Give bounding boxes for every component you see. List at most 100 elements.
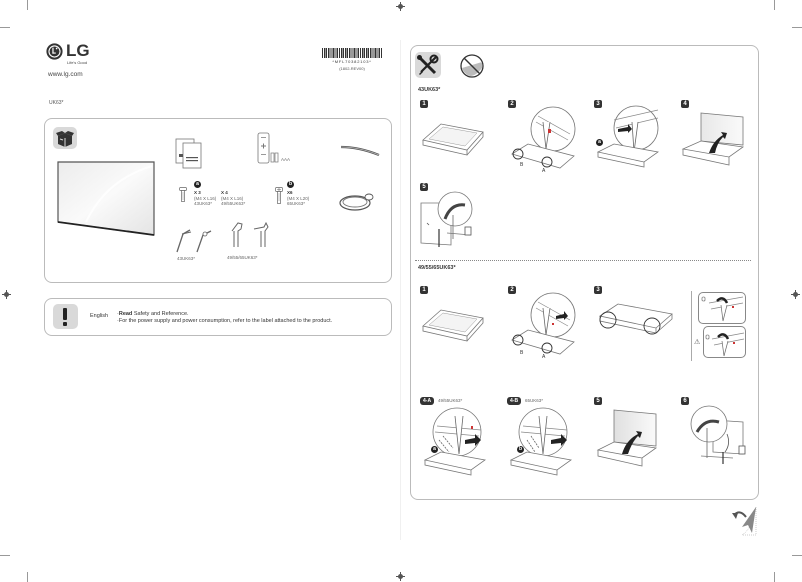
qty-b: X6: [287, 190, 293, 195]
stand-49-55-65-illustration: 49/55/65UK63*: [227, 219, 288, 263]
step-5-number: 5: [420, 183, 428, 191]
badge-a: a: [596, 139, 603, 146]
badge-b: b: [517, 446, 524, 453]
badge-a: a: [431, 446, 438, 453]
crop-mark: [0, 555, 10, 556]
lg-logo: LG Life's Good: [46, 41, 106, 67]
barcode: *MFL70382103* (1802-REV00): [322, 48, 382, 71]
crop-mark: [792, 27, 802, 28]
language-label: English: [90, 313, 109, 319]
step-4b-illustration: b: [507, 406, 577, 476]
notice-line-1: ·Read Safety and Reference.: [117, 311, 189, 317]
crop-mark: [27, 572, 28, 582]
crop-mark: [774, 0, 775, 10]
step-4a-models: 49/55UK63*: [438, 398, 463, 403]
remote-control-illustration: AAA: [256, 132, 300, 164]
screw-icon: [179, 187, 187, 202]
crop-mark: [27, 0, 28, 10]
label-b: B: [520, 350, 524, 356]
page-turn-icon: [730, 505, 758, 537]
registration-mark-icon: [791, 290, 800, 299]
label-a: A: [542, 168, 546, 174]
stand-49-55-65-label: 49/55/65UK63*: [227, 255, 258, 260]
exclamation-icon: [53, 304, 78, 329]
badge-a: a: [194, 181, 201, 188]
crop-mark: [792, 555, 802, 556]
stand-43-label: 43UK63*: [177, 256, 196, 261]
barcode-bars: [322, 48, 382, 58]
step-2-illustration: B A: [508, 104, 578, 174]
step-6-illustration: [687, 404, 753, 466]
stand-incorrect-illustration: [703, 326, 746, 358]
stand-correct-illustration: [698, 292, 746, 324]
notice-bullet: ·: [117, 311, 119, 317]
crop-mark: [0, 27, 10, 28]
no-scratch-icon: [460, 54, 484, 78]
notice-line-2: ·For the power supply and power consumpt…: [117, 318, 333, 324]
stand-43-illustration: 43UK63*: [173, 226, 218, 266]
step-1-number: 1: [420, 100, 428, 108]
step-4a-illustration: a: [421, 406, 491, 476]
power-cord-illustration: [337, 189, 377, 213]
screw-a-large-group: X 4 (M4 X L16) 49/55UK63*: [221, 190, 261, 212]
spec-b: (M4 X L20): [287, 196, 310, 201]
step-1-number: 1: [420, 286, 428, 294]
section-1-title: 43UK63*: [418, 87, 441, 93]
step-5-illustration: [594, 408, 660, 468]
step-1-illustration: [421, 304, 486, 342]
crop-mark: [774, 572, 775, 582]
notice-line-1-rest: Safety and Reference.: [132, 311, 189, 317]
step-2-number: 2: [508, 100, 516, 108]
website: www.lg.com: [48, 71, 83, 78]
step-4b-tag: 4-B: [507, 397, 522, 405]
screw-b-group: b X6 (M4 X L20) 65UK63*: [273, 181, 323, 211]
step-3-illustration: a: [594, 104, 664, 174]
step-4-number: 4: [681, 100, 689, 108]
step-3-illustration: [596, 296, 676, 341]
logo-text: LG: [66, 41, 90, 60]
step-5-illustration: [419, 189, 479, 249]
read-bold: Read: [118, 311, 133, 317]
tagline: Life's Good: [67, 60, 88, 65]
step-3-number: 3: [594, 286, 602, 294]
step-4a-tag: 4-A: [420, 397, 435, 405]
manuals-illustration: [174, 137, 204, 169]
tv-panel-illustration: [56, 160, 156, 236]
model-number: UK63*: [49, 100, 64, 106]
battery-label: AAA: [281, 157, 291, 162]
screw-a-group: a X 3 (M4 X L16) 43UK63*: [177, 181, 237, 211]
label-a: A: [542, 354, 546, 360]
qty-a-large: X 4: [221, 190, 228, 195]
tools-icon: [415, 52, 441, 78]
qty-a: X 3: [194, 190, 201, 195]
step-5-number: 5: [594, 397, 602, 405]
section-divider: [415, 260, 751, 261]
step-4b-models: 65UK63*: [525, 398, 544, 403]
barcode-text: *MFL70382103*: [332, 59, 372, 64]
models-b: 65UK63*: [287, 201, 306, 206]
accessories-panel: AAA a X 3 (M4 X L16) 43UK63* X 4 (M4 X L…: [44, 118, 392, 283]
spec-a-large: (M4 X L16): [221, 196, 244, 201]
box-icon: [53, 127, 77, 149]
barcode-revision: (1802-REV00): [339, 66, 365, 71]
warning-triangle-icon: ⚠: [694, 339, 701, 346]
notice-panel: English ·Read Safety and Reference. ·For…: [44, 298, 392, 336]
models-a-large: 49/55UK63*: [221, 201, 246, 206]
fold-line: [400, 40, 401, 540]
step-6-number: 6: [681, 397, 689, 405]
models-a: 43UK63*: [194, 201, 213, 206]
screw-icon: [275, 187, 283, 204]
step-3-number: 3: [594, 100, 602, 108]
label-b: B: [520, 162, 524, 168]
cable-holder-illustration: [339, 143, 383, 159]
registration-mark-icon: [396, 572, 405, 581]
step-4-illustration: [679, 111, 745, 167]
lg-face-icon: [46, 43, 63, 60]
registration-mark-icon: [2, 290, 11, 299]
registration-mark-icon: [396, 2, 405, 11]
spec-a: (M4 X L16): [194, 196, 217, 201]
badge-b: b: [287, 181, 294, 188]
stand-caution-divider: [691, 291, 692, 361]
step-1-illustration: [421, 118, 486, 156]
assembly-panel: 43UK63* 1 2 B A 3 a 4 5 49/55/65UK63* 1 …: [410, 45, 759, 500]
